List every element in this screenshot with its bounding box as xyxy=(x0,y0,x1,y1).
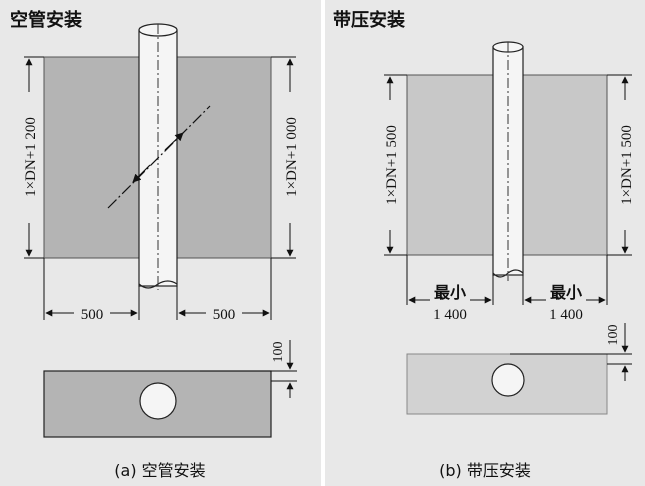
panel-a-section-line xyxy=(107,105,211,209)
panel-a-dim-bottom-left-label: 500 xyxy=(81,307,104,323)
panel-b-dim-depth-label: 100 xyxy=(606,325,621,346)
panel-b-title: 带压安装 xyxy=(333,9,405,31)
panel-divider xyxy=(321,0,325,486)
panel-a-dim-bottom-left-bg xyxy=(74,304,110,321)
panel-a-title: 空管安装 xyxy=(10,9,82,31)
panel-b-dim-left-label-bg xyxy=(381,100,399,230)
panel-a-dim-bottom-right-bg xyxy=(206,304,242,321)
panel-b-dim-right-label-bg xyxy=(616,100,634,230)
panel-a-pipe xyxy=(138,23,178,290)
panel-b-caption: (b) 带压安装 xyxy=(439,461,531,480)
panel-a-dim-depth-label: 100 xyxy=(271,342,286,363)
panel-a-caption: (a) 空管安装 xyxy=(114,461,205,480)
panel-a-dim-right-label-bg xyxy=(281,92,299,223)
panel-b-min-label-left: 最小 xyxy=(434,283,466,302)
panel-b-pipe xyxy=(492,41,524,281)
panel-b-min-left-bg xyxy=(430,283,470,301)
panel-a-section-pipe-hole xyxy=(139,382,177,420)
panel-b-dim-right-label: 1×DN+1 500 xyxy=(619,125,635,205)
panel-b-section-pipe-hole xyxy=(491,363,525,397)
panel-b-dim-left-label: 1×DN+1 500 xyxy=(384,125,400,205)
panel-a-dim-left-label-bg xyxy=(20,92,38,223)
panel-a-dim-depth xyxy=(200,340,297,398)
panel-b-min-value-left: 1 400 xyxy=(433,307,467,323)
panel-a-dim-left-label: 1×DN+1 200 xyxy=(23,117,39,197)
panel-b-dim-depth xyxy=(510,323,632,381)
panel-a-dim-right-label: 1×DN+1 000 xyxy=(284,117,300,197)
panel-a-dim-bottom-right-label: 500 xyxy=(213,307,236,323)
panel-b-min-label-right: 最小 xyxy=(550,283,582,302)
panel-b-min-right-bg xyxy=(546,283,586,301)
panel-b-min-value-right: 1 400 xyxy=(549,307,583,323)
